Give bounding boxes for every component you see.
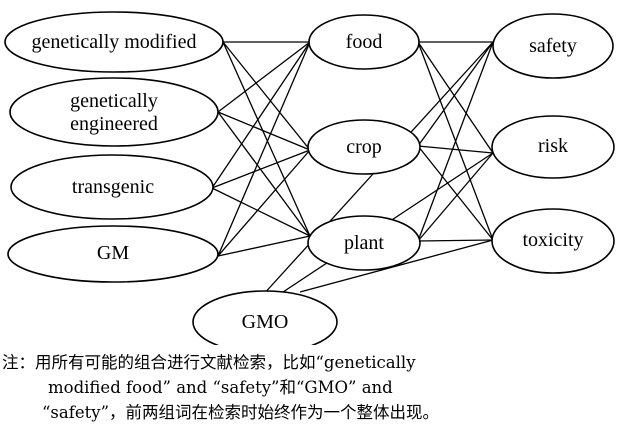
node-toxicity: [491, 208, 615, 274]
label-crop: crop: [346, 136, 382, 158]
footnote-line-1: 注：用所有可能的组合进行文献检索，比如“genetically: [2, 353, 416, 372]
label-toxicity: toxicity: [522, 229, 583, 251]
label-genetically-modified: genetically modified: [32, 31, 197, 53]
footnote-line-2: modified food” and “safety”和“GMO” and: [48, 378, 393, 397]
label-gmo: GMO: [242, 311, 289, 333]
label-transgenic: transgenic: [72, 176, 154, 198]
label-gm: GM: [97, 242, 129, 264]
footnote: 注：用所有可能的组合进行文献检索，比如“genetically modified…: [2, 350, 614, 425]
node-gm: [7, 225, 219, 283]
footnote-line-3: “safety”，前两组词在检索时始终作为一个整体出现。: [42, 403, 439, 422]
label-food: food: [346, 31, 383, 53]
node-gmo: [192, 290, 338, 345]
label-genetically-engineered-line1: genetically: [70, 90, 158, 112]
node-transgenic: [10, 154, 214, 220]
node-genetically-modified: [4, 11, 224, 73]
label-safety: safety: [529, 35, 577, 57]
connection-lines: [211, 41, 494, 297]
concept-diagram: genetically modified genetically enginee…: [4, 11, 615, 345]
label-plant: plant: [344, 232, 384, 254]
node-genetically-engineered: [9, 77, 219, 147]
node-plant: [307, 215, 421, 271]
node-risk: [491, 115, 615, 179]
node-safety: [492, 13, 614, 79]
label-risk: risk: [538, 135, 568, 157]
node-food: [308, 14, 420, 70]
label-genetically-engineered-line2: engineered: [70, 113, 158, 135]
node-crop: [307, 119, 421, 175]
